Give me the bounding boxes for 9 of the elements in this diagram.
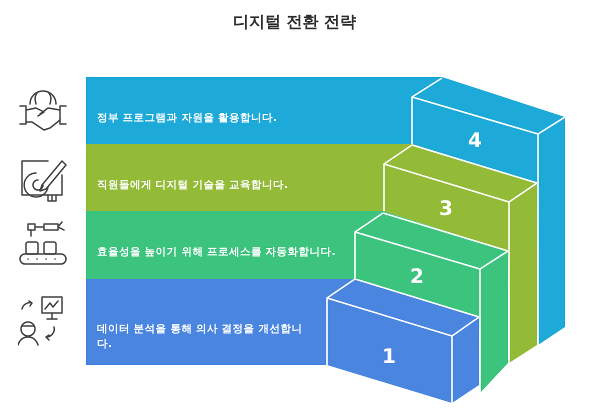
step-number: 3	[439, 196, 453, 220]
step-number: 2	[410, 264, 424, 288]
step-text: 정부 프로그램과 자원을 활용합니다.	[97, 110, 278, 126]
step-text: 효율성을 높이기 위해 프로세스를 자동화합니다.	[97, 245, 337, 260]
step-text: 직원들에게 디지털 기술을 교육합니다.	[97, 178, 289, 192]
step-text: 데이터 분석을 통해 의사 결정을 개선합니다.	[97, 322, 304, 352]
step-number: 1	[382, 344, 396, 368]
title: 디지털 전환 전략	[232, 12, 358, 33]
step-number: 4	[468, 128, 482, 152]
